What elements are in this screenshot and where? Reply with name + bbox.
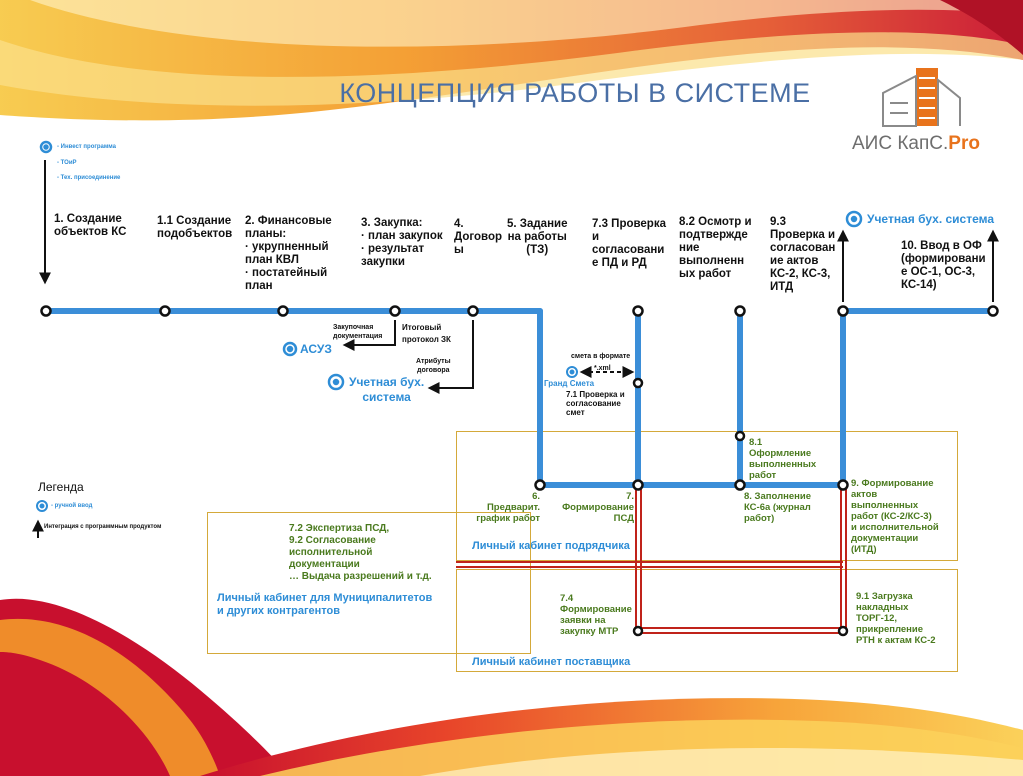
- step-2: 2. Финансовые планы: · укрупненный план …: [245, 215, 332, 292]
- supplier-cabinet-box: [456, 569, 958, 672]
- step-7-3: 7.3 Проверка и согласовани е ПД и РД: [592, 218, 666, 269]
- node-7-3: [632, 305, 644, 317]
- step-9: 9. Формирование актов выполненных работ …: [851, 478, 939, 555]
- gear-icon: [282, 341, 298, 357]
- system-asuz: АСУЗ: [300, 342, 332, 356]
- label-itog-prot: Итоговый протокол ЗК: [402, 323, 451, 344]
- legend-tech: - Тех. присоединение: [57, 175, 121, 181]
- step-9-1: 9.1 Загрузка накладных ТОРГ-12, прикрепл…: [856, 591, 936, 646]
- legend-invest: - Инвест программа: [57, 144, 117, 150]
- system-accounting-left: Учетная бух. система: [349, 375, 425, 404]
- label-attr-dog: Атрибуты договора: [416, 358, 451, 374]
- step-5: 5. Задание на работы (ТЗ): [507, 218, 568, 256]
- label-7-1: 7.1 Проверка и согласование смет: [566, 390, 625, 417]
- step-9-3: 9.3 Проверка и согласован ие актов КС-2,…: [770, 216, 836, 293]
- step-10: 10. Ввод в ОФ (формировани е ОС-1, ОС-3,…: [901, 240, 986, 291]
- gear-icon: [327, 373, 345, 391]
- building-logo-icon: [882, 68, 961, 127]
- step-1: 1. Создание объектов КС: [54, 213, 127, 238]
- gear-icon: [845, 210, 863, 228]
- step-1-1: 1.1 Создание подобъектов: [157, 215, 233, 240]
- step-7-2: 7.2 Экспертиза ПСД, 9.2 Согласование исп…: [289, 523, 432, 582]
- node-9-3: [837, 305, 849, 317]
- step-8-1: 8.1 Оформление выполненных работ: [749, 437, 817, 481]
- gear-icon: [36, 500, 48, 512]
- step-8: 8. Заполнение КС-6а (журнал работ): [744, 491, 812, 524]
- node-7: [632, 479, 644, 491]
- cabinet-supplier: Личный кабинет поставщика: [472, 656, 631, 668]
- step-4: 4. Договор ы: [454, 218, 502, 256]
- gear-icon: [39, 140, 53, 154]
- label-smeta-format: смета в формате: [571, 353, 631, 360]
- node-1: [40, 305, 52, 317]
- node-7-4: [632, 625, 644, 637]
- node-4: [467, 305, 479, 317]
- gear-icon: [566, 366, 578, 378]
- system-accounting-top: Учетная бух. система: [867, 212, 995, 226]
- system-grand-smeta: Гранд Смета: [544, 379, 595, 388]
- node-9-1: [837, 625, 849, 637]
- step-6: 6. Предварит. график работ: [476, 491, 540, 524]
- node-10: [987, 305, 999, 317]
- page-title: КОНЦЕПЦИЯ РАБОТЫ В СИСТЕМЕ: [339, 78, 811, 108]
- legend-toir: - ТОиР: [57, 160, 77, 166]
- node-1-1: [159, 305, 171, 317]
- legend-manual: - ручной ввод: [51, 503, 93, 509]
- node-9: [837, 479, 849, 491]
- cabinet-municipal: Личный кабинет для Муниципалитетов и дру…: [217, 592, 433, 617]
- label-xml: *.xml: [594, 365, 611, 372]
- legend-title: Легенда: [38, 480, 84, 494]
- municipal-cabinet-box: [207, 512, 531, 654]
- contractor-cabinet-box: [456, 431, 958, 561]
- legend-integration: Интеграция с программным продуктом: [44, 524, 162, 530]
- node-8-2: [734, 305, 746, 317]
- node-2: [277, 305, 289, 317]
- step-7-4: 7.4 Формирование заявки на закупку МТР: [560, 593, 632, 637]
- node-8: [734, 479, 746, 491]
- node-3: [389, 305, 401, 317]
- node-7-1: [632, 377, 644, 389]
- step-7: 7. Формирование ПСД: [562, 491, 634, 524]
- logo-text: АИС КапС.Pro: [852, 133, 980, 154]
- node-8-1: [734, 430, 746, 442]
- step-8-2: 8.2 Осмотр и подтвержде ние выполненн ых…: [679, 216, 752, 280]
- node-6: [534, 479, 546, 491]
- step-3: 3. Закупка: · план закупок · результат з…: [361, 217, 443, 268]
- cabinet-contractor: Личный кабинет подрядчика: [472, 540, 630, 552]
- label-zak-doc: Закупочная документация: [333, 324, 383, 340]
